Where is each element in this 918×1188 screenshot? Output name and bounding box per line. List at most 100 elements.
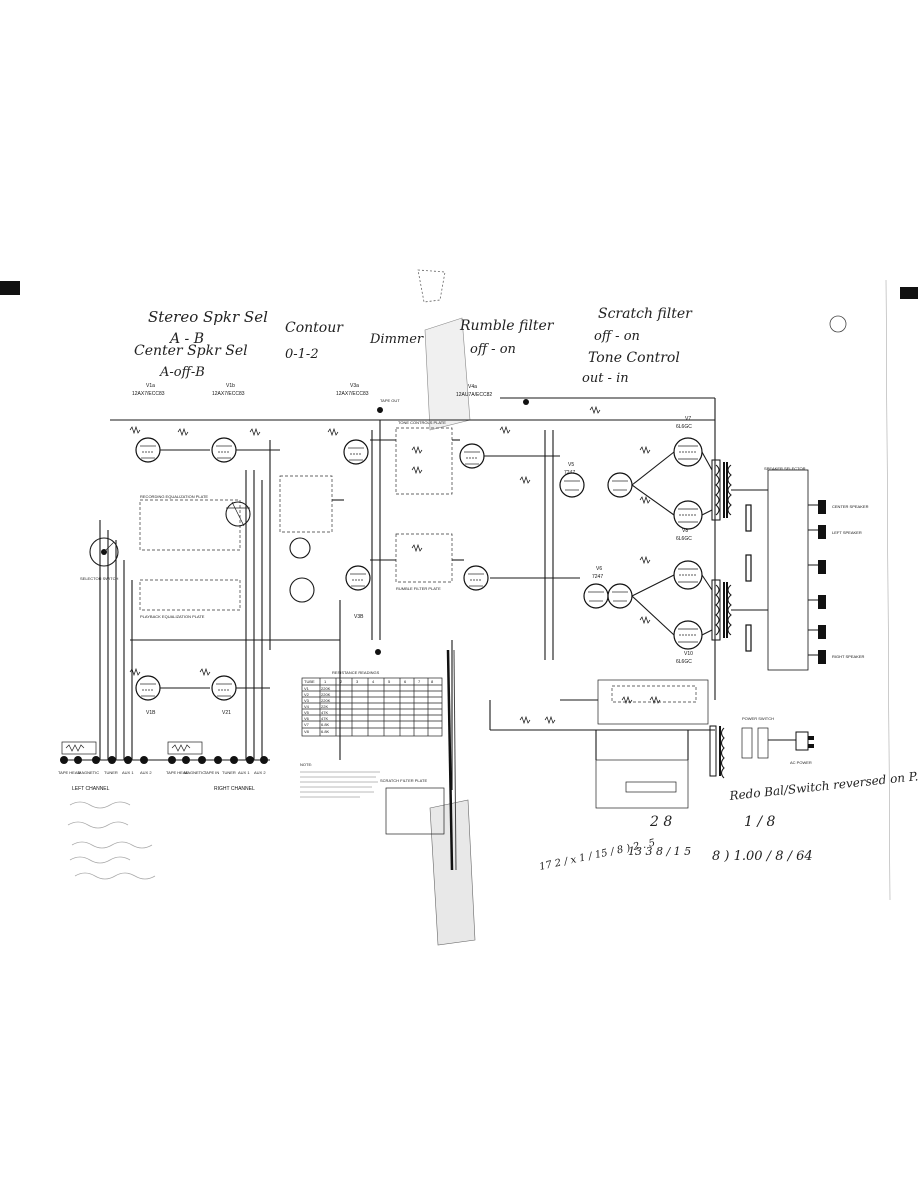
- tube-label-v1b: V1b: [226, 383, 235, 389]
- tube-type-v1b: 12AX7/ECC83: [212, 391, 245, 397]
- selector-switch: [89, 537, 119, 567]
- wiring: [60, 397, 814, 809]
- tape-out-jack: [377, 407, 383, 413]
- table-header-2: 2: [340, 679, 343, 684]
- input-label-r2: TAPE IN: [204, 770, 219, 775]
- table-cell: 220K: [321, 698, 331, 703]
- tube-type-v1a: 12AX7/ECC83: [132, 391, 165, 397]
- output-transformer-left: [711, 459, 732, 521]
- input-jacks-right: [168, 756, 268, 764]
- input-label-l2: TUNER: [104, 770, 118, 775]
- ext-jack: [523, 399, 529, 405]
- note-a-b: A - B: [168, 331, 204, 347]
- scratch-filter-plate: [385, 787, 445, 835]
- faint-handwriting: [67, 801, 156, 880]
- label-left-speaker: LEFT SPEAKER: [832, 530, 862, 535]
- table-cell: V3: [304, 698, 310, 703]
- note-tone-pos: out - in: [582, 371, 629, 386]
- input-label-r5: AUX 2: [254, 770, 266, 775]
- tube-type-v8: 6L6GC: [676, 536, 692, 542]
- marker-line-2: [453, 649, 457, 871]
- note-rumble: Rumble filter: [459, 318, 555, 334]
- note-rumble-pos: off - on: [470, 342, 516, 357]
- table-title: RESISTANCE READINGS: [332, 670, 380, 675]
- tube-v5: [559, 472, 585, 498]
- table-header-tube: TUBE: [304, 679, 315, 684]
- notes-lines: [300, 771, 380, 798]
- tube-v1b: [211, 437, 237, 463]
- note-math-1-8: 1 / 8: [744, 814, 776, 830]
- input-label-r0: TAPE HEAD: [166, 770, 188, 775]
- note-math-mid: 13 3 8 / 1 5: [628, 845, 691, 858]
- input-label-r1: MAGNETIC: [184, 770, 205, 775]
- table-cell: 47K: [321, 716, 328, 721]
- tube-v3b: [345, 565, 371, 591]
- tube-v9: [673, 560, 703, 590]
- scan-edge-right-line: [885, 279, 891, 901]
- tube-label-v7: V7: [685, 416, 691, 422]
- table-header-3: 3: [356, 679, 359, 684]
- tube-v6b: [607, 583, 633, 609]
- label-tape-out: TAPE OUT: [380, 398, 400, 403]
- label-rumble-plate: RUMBLE FILTER PLATE: [396, 586, 441, 591]
- notes-title: NOTE:: [300, 762, 312, 767]
- resistance-table: RESISTANCE READINGS TUBE 1 2 3 4 5 6 7 8…: [301, 670, 443, 737]
- table-header-5: 5: [388, 679, 391, 684]
- table-header-6: 6: [404, 679, 407, 684]
- tube-type-v7: 6L6GC: [676, 424, 692, 430]
- tube-label-v3a: V3a: [350, 383, 359, 389]
- resistors: [129, 405, 661, 725]
- table-header-1: 1: [324, 679, 327, 684]
- tube-label-v8: V8: [682, 528, 688, 534]
- input-label-r4: AUX 1: [238, 770, 250, 775]
- tape-out-jack-lower: [375, 649, 381, 655]
- input-label-l3: AUX 1: [122, 770, 134, 775]
- tube-v1a: [135, 437, 161, 463]
- input-label-l1: MAGNETIC: [78, 770, 99, 775]
- tube-type-v10: 6L6GC: [676, 659, 692, 665]
- table-cell: 220K: [321, 692, 331, 697]
- tube-v10: [673, 620, 703, 650]
- note-scratch: Scratch filter: [598, 306, 693, 322]
- speaker-terminals: [745, 469, 826, 671]
- table-cell: V8: [304, 729, 310, 734]
- note-dimmer: Dimmer: [369, 332, 424, 347]
- table-cell: 47K: [321, 710, 328, 715]
- tube-v2-lower: [211, 675, 237, 701]
- table-cell: V6: [304, 716, 310, 721]
- tube-v7: [673, 437, 703, 467]
- table-header-4: 4: [372, 679, 375, 684]
- note-tone: Tone Control: [588, 350, 680, 366]
- note-stereo-sel: Stereo Spkr Sel: [148, 308, 268, 326]
- torn-tape-strip-bottom: [429, 799, 476, 946]
- note-math-28: 2 8: [649, 814, 672, 830]
- tube-label-v2-lower: V21: [222, 710, 231, 716]
- label-speaker-selector: SPEAKER SELECTOR: [764, 466, 806, 471]
- tube-label-v4a: V4a: [468, 384, 477, 390]
- table-cell: V7: [304, 722, 310, 727]
- label-right-speaker: RIGHT SPEAKER: [832, 654, 864, 659]
- tube-type-v6: 7247: [592, 574, 603, 580]
- note-scratch-pos: off - on: [594, 329, 640, 344]
- note-a-off-b: A-off-B: [159, 365, 205, 380]
- tube-label-v3b: V3B: [354, 614, 364, 620]
- label-selector-switch: SELECTOR SWITCH: [80, 576, 118, 581]
- label-record-plate: RECORDING EQUALIZATION PLATE: [140, 494, 208, 499]
- table-cell: 6.8K: [321, 729, 330, 734]
- note-contour-pos: 0-1-2: [285, 347, 319, 362]
- label-left-channel: LEFT CHANNEL: [72, 786, 110, 792]
- table-cell: V1: [304, 686, 310, 691]
- tube-label-v6: V6: [596, 566, 602, 572]
- label-right-channel: RIGHT CHANNEL: [214, 786, 255, 792]
- input-label-l0: TAPE HEAD: [58, 770, 80, 775]
- table-cell: 6.8K: [321, 722, 330, 727]
- label-ac-power: AC POWER: [790, 760, 812, 765]
- tube-label-v5: V5: [568, 462, 574, 468]
- torn-tape-strip-top: [424, 317, 471, 431]
- input-jacks-left: [60, 756, 148, 764]
- table-cell: V5: [304, 710, 310, 715]
- label-scratch-filter-plate: SCRATCH FILTER PLATE: [380, 778, 427, 783]
- label-tone-plate: TONE CONTROLS PLATE: [398, 420, 446, 425]
- tube-type-v3a: 12AX7/ECC83: [336, 391, 369, 397]
